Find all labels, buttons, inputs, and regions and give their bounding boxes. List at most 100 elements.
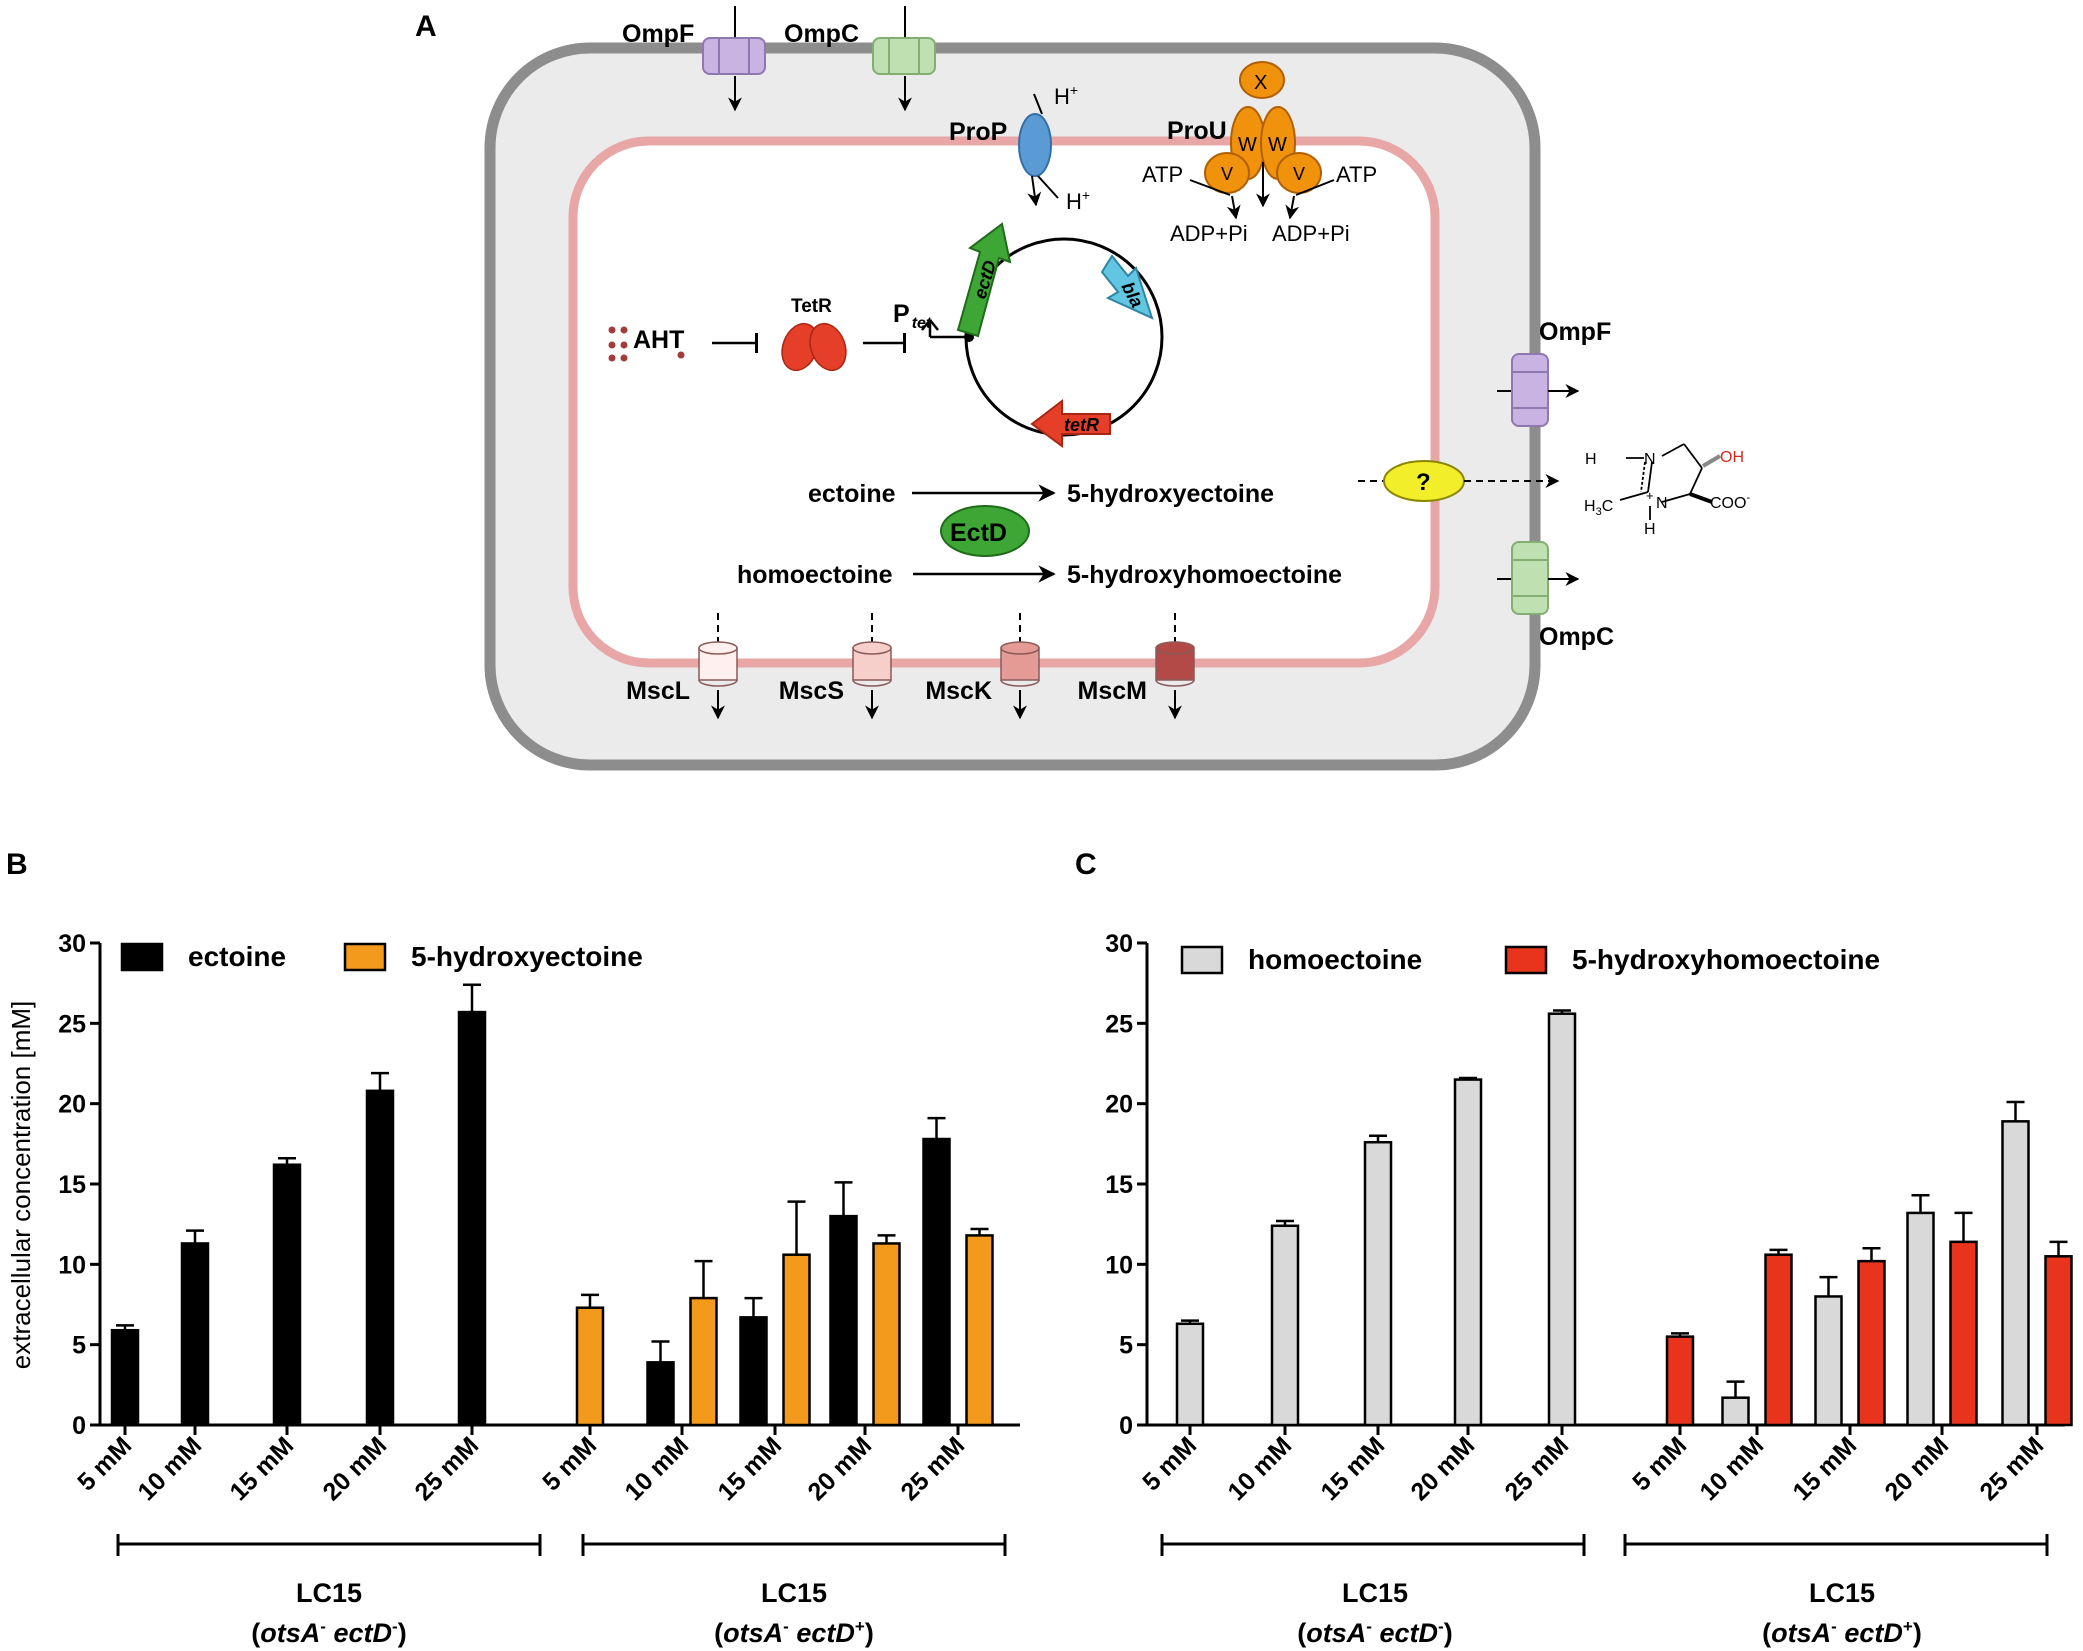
- y-tick-label: 20: [58, 1091, 86, 1119]
- atp-right-label: ATP: [1336, 162, 1377, 187]
- x-tick-label: 15 mM: [712, 1431, 787, 1506]
- x-tick-label: 10 mM: [619, 1431, 694, 1506]
- bar-5-hydroxyhomoectoine: [2044, 1255, 2073, 1427]
- b-group1-name: LC15: [296, 1578, 362, 1608]
- bar-homoectoine: [1175, 1322, 1205, 1427]
- ompc-right-porin-icon: [1511, 541, 1549, 615]
- svg-text:tetR: tetR: [1064, 415, 1099, 435]
- svg-text:W: W: [1238, 134, 1257, 156]
- msc-channel-msck: MscK: [925, 613, 1040, 720]
- ompf-right-porin-icon: [1511, 353, 1549, 427]
- ompc-right-label: OmpC: [1539, 623, 1614, 651]
- x-tick-label: 5 mM: [1137, 1431, 1202, 1496]
- msc-channel-mscl: MscL: [626, 613, 738, 720]
- legend-swatch: [343, 942, 387, 972]
- y-tick-label: 15: [1105, 1171, 1133, 1199]
- msc-channel-mscm: MscM: [1078, 613, 1195, 720]
- bar-5-hydroxyhomoectoine: [1665, 1335, 1695, 1427]
- ompf-top-porin-icon: [702, 37, 766, 75]
- x-tick-label: 5 mM: [72, 1431, 137, 1496]
- ompf-top: OmpF: [622, 6, 766, 112]
- panel-c-label: C: [1075, 848, 1097, 881]
- svg-text:N: N: [1644, 451, 1656, 468]
- ompc-top-porin-icon: [872, 37, 936, 75]
- x-tick-label: 10 mM: [132, 1431, 207, 1506]
- bar-5-hydroxyhomoectoine: [1857, 1259, 1886, 1427]
- svg-text:H3C: H3C: [1584, 498, 1613, 518]
- hydroxyhomoectoine-label: 5-hydroxyhomoectoine: [1067, 561, 1342, 589]
- ectd-enzyme-label: EctD: [950, 519, 1007, 547]
- y-tick-label: 15: [58, 1171, 86, 1199]
- panel-c-group-brackets: LC15 (otsA- ectD-) LC15 (otsA- ectD+): [1160, 1534, 2049, 1648]
- bar-homoectoine: [1906, 1211, 1935, 1427]
- y-tick-label: 0: [72, 1412, 86, 1440]
- bar-ectoine: [272, 1163, 302, 1427]
- x-tick-label: 20 mM: [317, 1431, 392, 1506]
- bar-5-hydroxyectoine: [689, 1296, 718, 1427]
- ectd-enzyme-icon: [940, 505, 1030, 557]
- bar-ectoine: [365, 1089, 395, 1427]
- x-tick-label: 5 mM: [1627, 1431, 1692, 1496]
- c-group2-genotype: (otsA- ectD+): [1762, 1617, 1922, 1648]
- tetr-gene-icon: tetR: [1030, 398, 1111, 448]
- ompc-right: OmpC: [1497, 541, 1614, 651]
- x-tick-label: 25 mM: [409, 1431, 484, 1506]
- x-tick-label: 15 mM: [1787, 1431, 1862, 1506]
- atp-left-label: ATP: [1142, 162, 1183, 187]
- prou-label: ProU: [1167, 117, 1227, 145]
- bar-homoectoine: [2001, 1120, 2030, 1427]
- panel-b-ylabel: extracellular concentration [mM]: [6, 1001, 36, 1369]
- panel-b: B extracellular concentration [mM] 05101…: [6, 848, 1020, 1648]
- unknown-exporter: ?: [1358, 460, 1560, 502]
- x-tick-label: 15 mM: [224, 1431, 299, 1506]
- msc-channels: MscL MscS MscK MscM: [626, 613, 1195, 720]
- x-tick-label: 25 mM: [895, 1431, 970, 1506]
- msc-channel-mscs: MscS: [779, 613, 892, 720]
- ectoine-label: ectoine: [808, 480, 896, 508]
- adp-right-label: ADP+Pi: [1272, 221, 1350, 246]
- tetr-protein-icon: [781, 322, 847, 372]
- x-tick-label: 15 mM: [1315, 1431, 1390, 1506]
- b-group2-genotype: (otsA- ectD+): [714, 1617, 874, 1648]
- svg-text:H: H: [1585, 451, 1597, 468]
- bar-ectoine: [180, 1242, 210, 1427]
- bar-homoectoine: [1814, 1295, 1843, 1427]
- x-tick-label: 20 mM: [1405, 1431, 1480, 1506]
- panel-a-label: A: [415, 10, 437, 43]
- x-tick-label: 10 mM: [1694, 1431, 1769, 1506]
- y-tick-label: 5: [1119, 1332, 1133, 1360]
- msck-channel-icon: [1000, 641, 1040, 687]
- prou-transporter: ProU X W W V V ATP ATP: [1142, 61, 1377, 246]
- c-group1-name: LC15: [1342, 1578, 1408, 1608]
- ompc-top-label: OmpC: [784, 20, 859, 48]
- svg-text:X: X: [1254, 72, 1267, 94]
- panel-b-group-brackets: LC15 (otsA- ectD-) LC15 (otsA- ectD+): [116, 1534, 1007, 1648]
- bla-gene-icon: bla: [1100, 254, 1154, 320]
- y-tick-label: 25: [1105, 1010, 1133, 1038]
- x-tick-label: 25 mM: [1974, 1431, 2049, 1506]
- bar-homoectoine: [1547, 1012, 1577, 1427]
- panel-a: A OmpF OmpC: [415, 6, 1750, 771]
- bar-ectoine: [457, 1010, 487, 1427]
- svg-text:+: +: [1646, 488, 1654, 503]
- mscl-channel-icon: [698, 641, 738, 687]
- legend-swatch: [1180, 945, 1224, 975]
- legend-swatch: [120, 942, 164, 972]
- y-tick-label: 10: [58, 1251, 86, 1279]
- svg-text:W: W: [1268, 134, 1287, 156]
- mscs-channel-icon: [852, 641, 892, 687]
- svg-text:V: V: [1221, 164, 1233, 184]
- b-group2-name: LC15: [761, 1578, 827, 1608]
- aht-label: AHT: [633, 326, 684, 354]
- x-tick-label: 5 mM: [537, 1431, 602, 1496]
- bar-5-hydroxyectoine: [782, 1253, 811, 1427]
- y-tick-label: 5: [72, 1332, 86, 1360]
- prou-v-subunits: V V: [1204, 152, 1322, 194]
- bar-5-hydroxyectoine: [965, 1234, 994, 1427]
- ompf-right-label: OmpF: [1539, 318, 1611, 346]
- mscl-label: MscL: [626, 677, 690, 705]
